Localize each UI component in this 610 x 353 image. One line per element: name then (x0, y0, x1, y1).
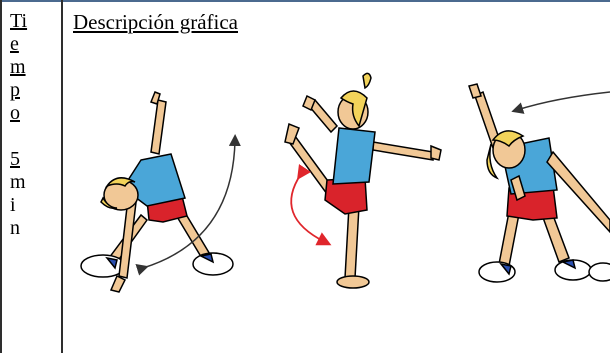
tiempo-spacer (10, 125, 58, 148)
arc-arrow-figure-2 (290, 164, 332, 246)
tiempo-line-2: e (10, 33, 19, 55)
duration-unit-line-3: n (10, 217, 20, 239)
duration-unit-line-2: i (10, 194, 16, 216)
tiempo-cell: Ti e m p o 5 m i n (10, 10, 58, 240)
duration-number: 5 (10, 148, 20, 170)
arc-arrow-figure-3 (511, 91, 610, 114)
table-top-border (0, 0, 610, 2)
figure-leg-swing (284, 72, 442, 289)
figure-side-stretch (468, 83, 610, 283)
tiempo-line-4: p (10, 79, 20, 101)
exercise-illustrations (63, 40, 610, 353)
table-left-border (0, 0, 2, 353)
graphic-description-header: Descripción gráfica (73, 10, 238, 34)
arc-arrow-figure-1 (135, 134, 241, 276)
tiempo-line-3: m (10, 56, 26, 78)
tiempo-line-1: Ti (10, 10, 28, 32)
tiempo-line-5: o (10, 102, 20, 124)
figure-side-bend-lunge (80, 91, 234, 293)
duration-unit-line-1: m (10, 171, 26, 193)
table-column-divider (61, 0, 63, 353)
